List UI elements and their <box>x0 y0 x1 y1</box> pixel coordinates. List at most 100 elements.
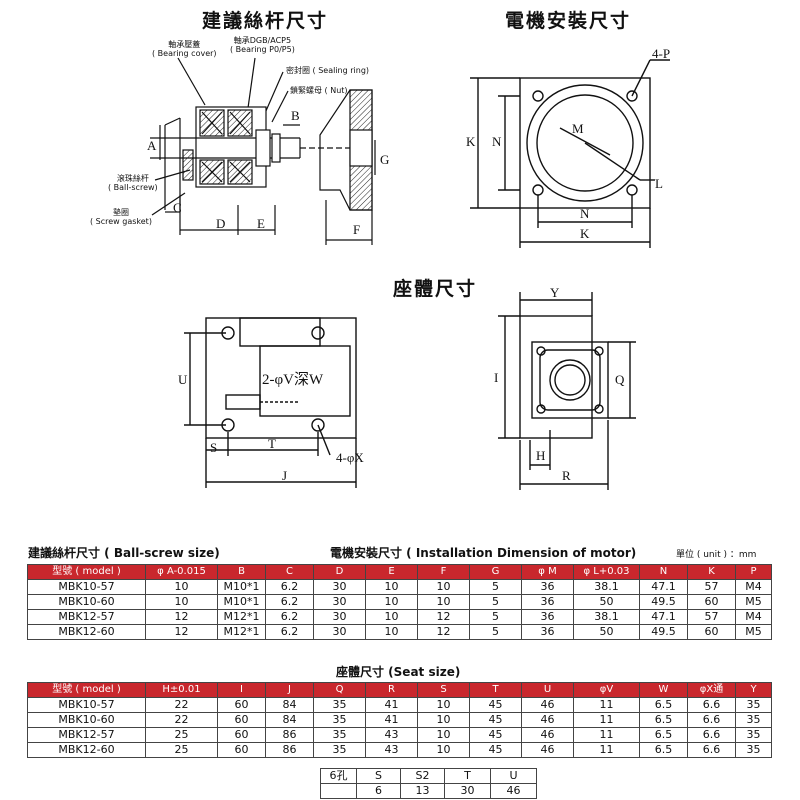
table-cell: 86 <box>265 727 314 743</box>
header-cell: T <box>469 682 522 698</box>
table-cell: 11 <box>573 697 640 713</box>
header-cell: φ A-0.015 <box>145 564 218 580</box>
table-cell: 84 <box>265 697 314 713</box>
table-cell: 35 <box>735 742 772 758</box>
table-row: MBK10-57 22 60 84 35 41 10 45 46 11 6.5 … <box>27 697 772 713</box>
dim-M-label: M <box>572 121 584 136</box>
header-cell: G <box>469 564 522 580</box>
table-cell: 35 <box>313 712 366 728</box>
table-cell: 6.5 <box>639 712 688 728</box>
header-cell: E <box>365 564 418 580</box>
table-cell: U <box>490 768 537 784</box>
bearing-cover-label: 軸承壓蓋 ( Bearing cover) <box>152 40 217 58</box>
table-row: MBK10-57 10 M10*1 6.2 30 10 10 5 36 38.1… <box>27 579 772 595</box>
header-cell: φ M <box>521 564 574 580</box>
gasket-cn: 墊圈 <box>112 208 129 217</box>
dim-B-label: B <box>291 108 300 123</box>
table-cell: 35 <box>313 742 366 758</box>
table-cell: 6孔 <box>320 768 357 784</box>
table-cell: 5 <box>469 579 522 595</box>
table-cell: S2 <box>400 768 445 784</box>
table-cell: M12*1 <box>217 609 266 625</box>
dim-Y-label: Y <box>550 285 560 300</box>
table-cell: 46 <box>521 697 574 713</box>
gasket-en: ( Screw gasket) <box>90 217 152 226</box>
table-cell: 6.5 <box>639 727 688 743</box>
table-cell: 30 <box>313 609 366 625</box>
table-cell: 57 <box>687 579 736 595</box>
header-cell: I <box>217 682 266 698</box>
table-cell: 22 <box>145 697 218 713</box>
flange-outer-circle <box>526 84 644 202</box>
table-cell: M4 <box>735 579 772 595</box>
table-cell: 10 <box>145 579 218 595</box>
table-cell: 30 <box>313 579 366 595</box>
header-cell: H±0.01 <box>145 682 218 698</box>
table-cell: M5 <box>735 624 772 640</box>
table-cell: 10 <box>417 727 470 743</box>
header-cell: φ L+0.03 <box>573 564 640 580</box>
table-cell: 6.6 <box>687 742 736 758</box>
table-cell: 50 <box>573 594 640 610</box>
gasket-label: 墊圈 ( Screw gasket) <box>90 208 152 226</box>
table-cell: 6.6 <box>687 712 736 728</box>
header-cell: F <box>417 564 470 580</box>
table-cell: 36 <box>521 594 574 610</box>
table-cell: 30 <box>313 624 366 640</box>
table-cell: M4 <box>735 609 772 625</box>
table-row: MBK12-60 25 60 86 35 43 10 45 46 11 6.5 … <box>27 742 772 758</box>
header-cell: U <box>521 682 574 698</box>
header-cell: N <box>639 564 688 580</box>
table-cell: 10 <box>417 712 470 728</box>
flange-outline <box>519 77 651 209</box>
table-cell: 6.2 <box>265 624 314 640</box>
header-cell: C <box>265 564 314 580</box>
table-header-row: 型號 ( model ) H±0.01 I J Q R S T U φV W φ… <box>27 682 772 698</box>
table-cell: 45 <box>469 727 522 743</box>
table-cell: T <box>444 768 491 784</box>
table-cell: 6 <box>356 783 401 799</box>
dim-F-label: F <box>353 222 360 237</box>
table-cell: 6.5 <box>639 742 688 758</box>
table-cell: 36 <box>521 624 574 640</box>
dim-4P-label: 4-P <box>652 46 670 61</box>
table-cell: 84 <box>265 712 314 728</box>
motor-table-title: 電機安裝尺寸 ( Installation Dimension of motor… <box>330 546 637 560</box>
header-cell: 型號 ( model ) <box>27 682 146 698</box>
table-cell: 10 <box>417 594 470 610</box>
table-cell: 47.1 <box>639 609 688 625</box>
dim-N-vert-label: N <box>492 134 502 149</box>
table-cell: 11 <box>573 742 640 758</box>
mount-hole-tr <box>626 90 638 102</box>
table-cell: 30 <box>444 783 491 799</box>
table-cell: 49.5 <box>639 594 688 610</box>
table-cell: 38.1 <box>573 579 640 595</box>
motor-title: 電機安裝尺寸 <box>505 10 632 32</box>
seat-table-title: 座體尺寸 (Seat size) <box>336 665 461 679</box>
table-cell: 25 <box>145 742 218 758</box>
table-cell: 12 <box>417 609 470 625</box>
table-row: MBK10-60 10 M10*1 6.2 30 10 10 5 36 50 4… <box>27 594 772 610</box>
table-cell: 60 <box>687 624 736 640</box>
table-row: MBK12-57 25 60 86 35 43 10 45 46 11 6.5 … <box>27 727 772 743</box>
table-cell: 6.6 <box>687 727 736 743</box>
table-cell: 5 <box>469 624 522 640</box>
mount-hole-tl <box>532 90 544 102</box>
nut-label: 鎖緊螺母 ( Nut) <box>290 86 348 95</box>
ballscrew-title: 建議絲杆尺寸 <box>202 10 329 32</box>
header-cell: B <box>217 564 266 580</box>
dim-J-label: J <box>282 468 287 483</box>
table-cell: 35 <box>735 727 772 743</box>
table-cell: 11 <box>573 727 640 743</box>
dim-K-vert-label: K <box>466 134 476 149</box>
table-cell: M10*1 <box>217 579 266 595</box>
table-cell: 57 <box>687 609 736 625</box>
table-cell: 38.1 <box>573 609 640 625</box>
table-cell: 43 <box>365 742 418 758</box>
table-cell: MBK10-57 <box>27 697 146 713</box>
table-cell: 12 <box>145 609 218 625</box>
table-cell: 45 <box>469 712 522 728</box>
header-cell: W <box>639 682 688 698</box>
table-cell: 6.6 <box>687 697 736 713</box>
